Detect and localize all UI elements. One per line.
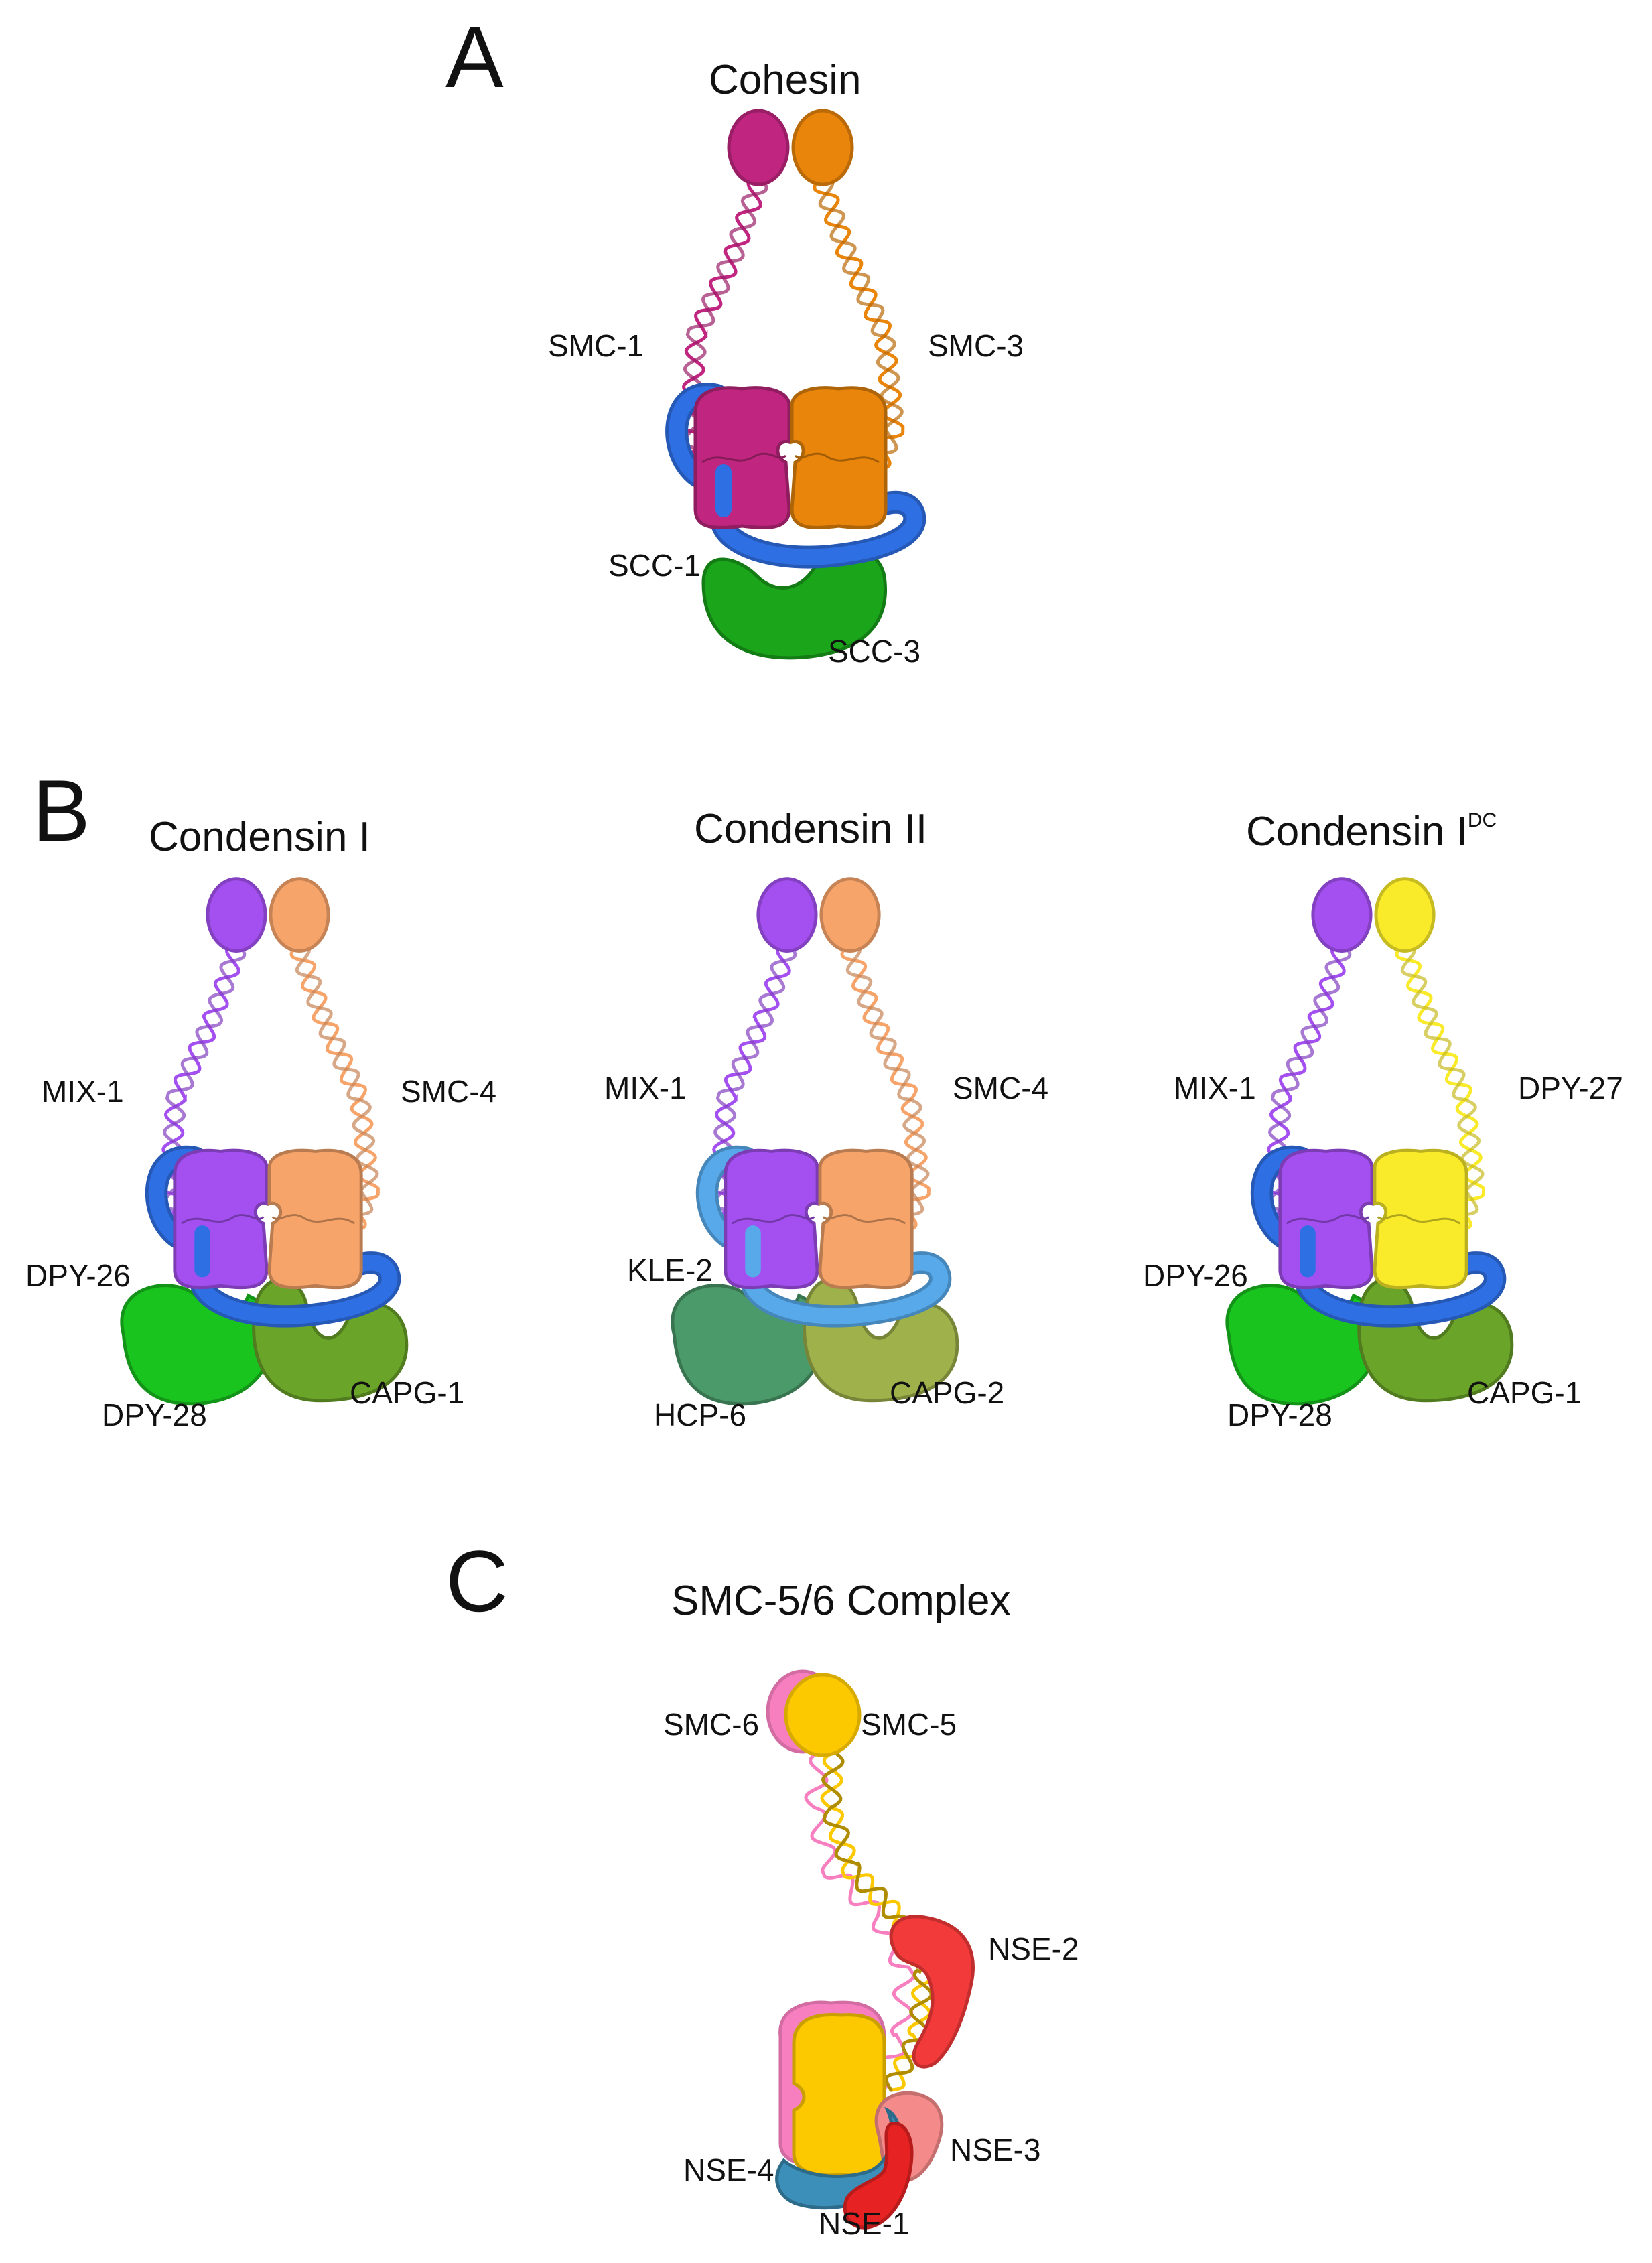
panel-letter-b: B xyxy=(32,762,90,860)
smc-6-coiled-coil xyxy=(804,1750,916,2092)
smc-5-6-title: SMC-5/6 Complex xyxy=(671,1578,1010,1624)
condensin-i-dc-dpy-28-label: DPY-28 xyxy=(1227,1397,1332,1432)
left-smc-hinge xyxy=(756,877,818,953)
right-smc-hinge xyxy=(1374,877,1436,953)
cohesin-smc-dimer xyxy=(665,109,926,660)
smc-unit-drawing xyxy=(665,109,926,660)
right-smc-atpase-head-seam xyxy=(1377,1214,1461,1225)
left-smc-atpase-head-seam xyxy=(701,452,787,464)
left-smc-hinge xyxy=(727,109,790,186)
panel-letter-a: A xyxy=(445,8,504,106)
condensin-ii-kle-2-label: KLE-2 xyxy=(627,1253,713,1288)
smc-5-hinge xyxy=(784,1673,862,1757)
smc-5-6-complex xyxy=(766,1669,975,2230)
right-smc-atpase-head xyxy=(267,1148,363,1290)
right-smc-hinge xyxy=(269,877,330,953)
condensin-i-dc-dpy-26-label: DPY-26 xyxy=(1143,1258,1248,1293)
condensin-i-title: Condensin I xyxy=(149,814,370,860)
smc-5-label: SMC-5 xyxy=(861,1707,957,1742)
left-smc-coiled-coil-2 xyxy=(681,176,768,484)
left-smc-coiled-coil-2 xyxy=(1265,943,1352,1245)
condensin-i-dc-title-main: Condensin I xyxy=(1246,809,1468,855)
nse-2-label: NSE-2 xyxy=(988,1931,1079,1966)
condensin-ii-hcp-6-label: HCP-6 xyxy=(654,1397,746,1432)
right-smc-atpase-head-seam xyxy=(794,452,880,464)
condensin-ii-smc-4-label: SMC-4 xyxy=(953,1071,1048,1105)
right-smc-atpase-head-seam xyxy=(271,1214,356,1225)
nse-1-label: NSE-1 xyxy=(819,2206,909,2241)
condensin-ii-capg-2-label: CAPG-2 xyxy=(890,1375,1004,1410)
scc-3-heat-subunit xyxy=(701,544,887,660)
right-smc-hinge xyxy=(791,109,854,186)
left-smc-coiled-coil-2 xyxy=(160,943,247,1245)
smc-3-label: SMC-3 xyxy=(928,328,1024,363)
condensin-i-dc-capg-1-label: CAPG-1 xyxy=(1467,1375,1582,1410)
condensin-ii-smc-dimer xyxy=(671,877,959,1406)
right-smc-coiled-coil-2 xyxy=(1400,943,1485,1232)
condensin-ii: Condensin II MIX-1 SMC-4 KLE-2 HCP-6 CAP… xyxy=(604,806,1048,1432)
condensin-ii-mix-1-label: MIX-1 xyxy=(604,1071,687,1105)
condensin-i-dc: Condensin IDC MIX-1 DPY-27 DPY-26 DPY-28… xyxy=(1143,809,1623,1432)
condensin-i-mix-1-label: MIX-1 xyxy=(42,1074,124,1109)
condensin-i-dpy-26-label: DPY-26 xyxy=(25,1258,131,1293)
smc-5-atpase-head xyxy=(792,2013,886,2177)
nse-2-subunit xyxy=(889,1915,975,2069)
panel-b-condensins: B Condensin I MIX-1 SMC-4 DPY-26 DPY-28 … xyxy=(25,762,1623,1432)
smc-unit-drawing xyxy=(1225,877,1514,1406)
scc-3-label: SCC-3 xyxy=(828,634,920,669)
condensin-i-dc-title-sup: DC xyxy=(1468,809,1497,831)
panel-letter-c: C xyxy=(445,1532,508,1630)
condensin-ii-title: Condensin II xyxy=(694,806,927,852)
right-smc-atpase-head-seam xyxy=(822,1214,906,1225)
right-smc-coiled-coil-2 xyxy=(295,943,379,1232)
left-smc-hinge xyxy=(206,877,267,953)
right-smc-atpase-head xyxy=(818,1148,914,1290)
nse-1-subunit xyxy=(843,2121,914,2230)
panel-a-cohesin: A Cohesin SMC-1 SMC-3 SCC-1 SCC-3 xyxy=(445,8,1024,669)
condensin-i-dc-smc-dimer xyxy=(1225,877,1514,1406)
condensin-i-smc-dimer xyxy=(120,877,409,1406)
right-smc-coiled-coil-2 xyxy=(845,943,930,1232)
nse-4-label: NSE-4 xyxy=(683,2152,774,2187)
left-smc-hinge xyxy=(1311,877,1373,953)
right-smc-atpase-head xyxy=(1373,1148,1468,1290)
condensin-i-dc-mix-1-label: MIX-1 xyxy=(1174,1071,1256,1105)
cohesin-title: Cohesin xyxy=(709,57,861,103)
left-smc-atpase-head-seam xyxy=(731,1214,815,1225)
right-smc-hinge xyxy=(819,877,881,953)
left-smc-atpase-head-seam xyxy=(180,1214,265,1225)
smc-6-label: SMC-6 xyxy=(663,1707,759,1742)
nse-3-label: NSE-3 xyxy=(950,2132,1040,2167)
right-smc-coiled-coil-2 xyxy=(818,176,904,471)
smc-unit-drawing xyxy=(120,877,409,1406)
scc-1-label: SCC-1 xyxy=(608,548,701,583)
smc-1-label: SMC-1 xyxy=(548,328,644,363)
left-smc-coiled-coil-2 xyxy=(711,943,797,1245)
condensin-i-dc-title: Condensin IDC xyxy=(1246,809,1497,855)
panel-c-smc-5-6: C SMC-5/6 Complex SMC-6 SMC-5 NSE-2 NSE-… xyxy=(445,1532,1079,2241)
right-smc-atpase-head xyxy=(790,386,888,529)
left-smc-atpase-head-seam xyxy=(1286,1214,1370,1225)
condensin-i-smc-4-label: SMC-4 xyxy=(401,1074,496,1109)
condensin-i: Condensin I MIX-1 SMC-4 DPY-26 DPY-28 CA… xyxy=(25,814,496,1432)
condensin-i-dc-dpy-27-label: DPY-27 xyxy=(1518,1071,1623,1105)
smc-unit-drawing xyxy=(671,877,959,1406)
condensin-i-dpy-28-label: DPY-28 xyxy=(102,1397,207,1432)
condensin-i-capg-1-label: CAPG-1 xyxy=(350,1375,464,1410)
